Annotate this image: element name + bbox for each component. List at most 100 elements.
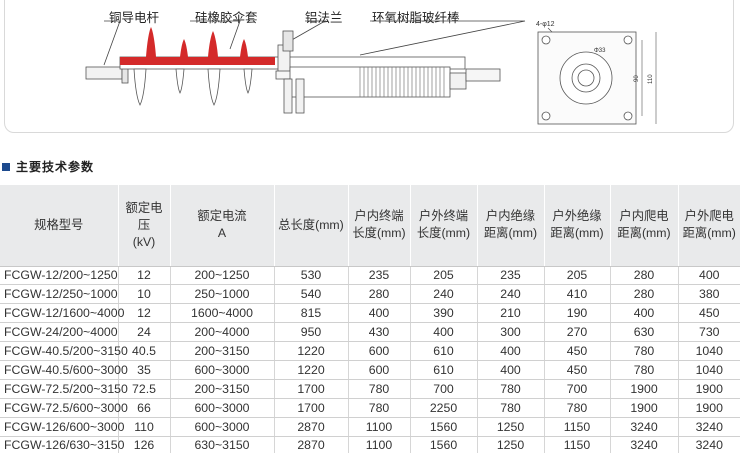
value-cell: 1150 <box>544 417 611 437</box>
model-cell: FCGW-126/630~3150 <box>0 436 124 453</box>
value-cell: 950 <box>274 322 349 343</box>
value-cell: 300 <box>477 322 545 343</box>
value-cell: 450 <box>678 303 740 324</box>
value-cell: 630 <box>610 322 679 343</box>
value-cell: 1150 <box>544 436 611 453</box>
value-cell: 400 <box>477 341 545 361</box>
value-cell: 1900 <box>610 379 679 399</box>
value-cell: 1040 <box>678 360 740 380</box>
value-cell: 205 <box>410 266 478 286</box>
value-cell: 12 <box>118 266 171 286</box>
column-header-line: 户内终端 <box>354 209 404 224</box>
column-header: 规格型号 <box>0 185 119 267</box>
column-header-line: A <box>217 226 227 241</box>
column-header-line: 长度(mm) <box>352 226 406 241</box>
value-cell: 200~4000 <box>170 322 275 343</box>
value-cell: 400 <box>348 303 411 324</box>
callout-flange: 铝法兰 <box>305 11 343 25</box>
value-cell: 780 <box>348 379 411 399</box>
value-cell: 780 <box>610 360 679 380</box>
value-cell: 610 <box>410 360 478 380</box>
shed-spikes <box>146 27 248 57</box>
value-cell: 110 <box>118 417 171 437</box>
column-header: 户外绝缘距离(mm) <box>544 185 611 267</box>
conductor-rod-right <box>465 68 501 82</box>
value-cell: 280 <box>610 284 679 305</box>
dim-110-label: 110 <box>648 74 654 84</box>
column-header-line: 总长度(mm) <box>278 217 344 232</box>
callout-core: 环氧树脂玻纤棒 <box>372 11 460 25</box>
section-title-text: 主要技术参数 <box>16 160 95 174</box>
model-cell: FCGW-40.5/200~3150 <box>0 341 128 361</box>
value-cell: 235 <box>348 266 411 286</box>
value-cell: 815 <box>274 303 349 324</box>
column-header-line: 户外爬电 <box>684 209 734 224</box>
value-cell: 610 <box>410 341 478 361</box>
column-header: 额定电压(kV) <box>118 185 171 267</box>
value-cell: 3240 <box>610 417 679 437</box>
value-cell: 600~3000 <box>170 398 275 418</box>
value-cell: 1700 <box>274 398 349 418</box>
value-cell: 240 <box>410 284 478 305</box>
dim-90-label: 90 <box>634 75 640 82</box>
outdoor-sheds <box>359 67 445 97</box>
value-cell: 780 <box>610 341 679 361</box>
value-cell: 35 <box>118 360 171 380</box>
value-cell: 600 <box>348 360 411 380</box>
value-cell: 1100 <box>348 417 411 437</box>
value-cell: 700 <box>544 379 611 399</box>
column-header-line: 额定电流 <box>197 209 247 224</box>
value-cell: 1250 <box>477 417 545 437</box>
column-header-line: 户内绝缘 <box>485 209 536 224</box>
column-header: 户内终端长度(mm) <box>348 185 411 267</box>
column-header-line: 距离(mm) <box>682 226 736 241</box>
value-cell: 600 <box>348 341 411 361</box>
value-cell: 40.5 <box>118 341 171 361</box>
value-cell: 280 <box>348 284 411 305</box>
value-cell: 66 <box>118 398 171 418</box>
value-cell: 540 <box>274 284 349 305</box>
value-cell: 200~1250 <box>170 266 275 286</box>
diagram-panel: 铜导电杆 硅橡胶伞套 铝法兰 环氧树脂玻纤棒 <box>0 0 740 136</box>
model-cell: FCGW-12/200~1250 <box>0 266 119 286</box>
value-cell: 410 <box>544 284 611 305</box>
value-cell: 380 <box>678 284 740 305</box>
value-cell: 730 <box>678 322 740 343</box>
column-header: 户内绝缘距离(mm) <box>477 185 545 267</box>
column-header: 总长度(mm) <box>274 185 349 267</box>
column-header-line: 户外绝缘 <box>552 209 602 224</box>
value-cell: 1600~4000 <box>170 303 275 324</box>
value-cell: 630~3150 <box>170 436 275 453</box>
value-cell: 3240 <box>678 436 740 453</box>
column-header-line: 距离(mm) <box>483 226 538 241</box>
model-cell: FCGW-40.5/600~3000 <box>0 360 128 380</box>
column-header-line: 额定电压 <box>125 200 163 232</box>
value-cell: 780 <box>477 398 545 418</box>
value-cell: 1250 <box>477 436 545 453</box>
value-cell: 600~3000 <box>170 360 275 380</box>
value-cell: 270 <box>544 322 611 343</box>
value-cell: 1900 <box>610 398 679 418</box>
value-cell: 200~3150 <box>170 379 275 399</box>
value-cell: 530 <box>274 266 349 286</box>
title-square-icon <box>2 162 10 171</box>
model-cell: FCGW-126/600~3000 <box>0 417 124 437</box>
value-cell: 400 <box>477 360 545 380</box>
value-cell: 2250 <box>410 398 478 418</box>
value-cell: 1560 <box>410 417 478 437</box>
value-cell: 12 <box>118 303 171 324</box>
value-cell: 780 <box>477 379 545 399</box>
callout-conductor: 铜导电杆 <box>109 11 160 25</box>
model-cell: FCGW-12/1600~4000 <box>0 303 124 324</box>
value-cell: 250~1000 <box>170 284 275 305</box>
value-cell: 10 <box>118 284 171 305</box>
column-header-line: 距离(mm) <box>550 226 604 241</box>
